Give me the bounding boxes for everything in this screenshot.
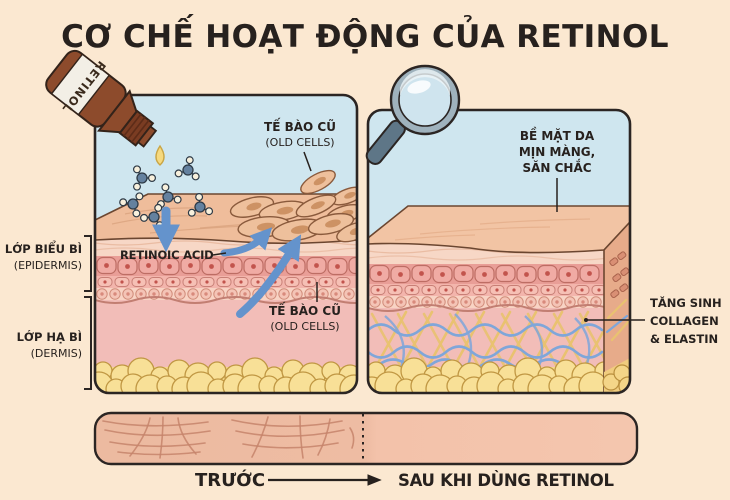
smooth-surface-label-3: SĂN CHẮC xyxy=(522,159,591,175)
retinoic-acid-label: RETINOIC ACID xyxy=(120,248,214,262)
dermis-bracket xyxy=(84,296,92,390)
strip-border xyxy=(93,411,639,466)
old-cells-bottom-sublabel: (OLD CELLS) xyxy=(270,320,339,333)
old-cells-bottom-label: TẾ BÀO CŨ xyxy=(269,302,341,318)
page-title: CƠ CHẾ HOẠT ĐỘNG CỦA RETINOL xyxy=(61,15,669,55)
collagen-label-1: TĂNG SINH xyxy=(650,295,722,310)
dermis-label: LỚP HẠ BÌ xyxy=(17,329,82,344)
left-panel-border xyxy=(93,93,359,395)
layer-labels: LỚP BIỂU BÌ (EPIDERMIS) LỚP HẠ BÌ (DERMI… xyxy=(5,235,92,390)
dermis-sublabel: (DERMIS) xyxy=(31,347,82,360)
after-label: SAU KHI DÙNG RETINOL xyxy=(398,471,614,490)
caption-row: TRƯỚC SAU KHI DÙNG RETINOL xyxy=(195,469,615,491)
right-surface-streaks xyxy=(394,218,591,241)
retinol-molecules xyxy=(119,156,214,230)
cell-renewal-arrow-small xyxy=(220,227,273,257)
old-cells-top-label: TẾ BÀO CŨ xyxy=(264,118,336,134)
retinol-bottle: RETINOL xyxy=(45,49,158,148)
lens-shine-band xyxy=(400,69,450,96)
collagen-label-3: & ELASTIN xyxy=(650,332,718,346)
collagen-elastin-callout: TĂNG SINH COLLAGEN & ELASTIN xyxy=(584,295,722,346)
right-panel-border xyxy=(366,108,632,395)
collagen-leader-dot xyxy=(584,318,588,322)
strip-skin xyxy=(95,413,637,464)
smooth-surface-label-2: MỊN MÀNG, xyxy=(519,144,595,159)
old-cells-top-sublabel: (OLD CELLS) xyxy=(265,136,334,149)
before-label: TRƯỚC xyxy=(195,469,265,491)
epidermis-label: LỚP BIỂU BÌ xyxy=(5,239,82,256)
right-panel-after-skin: BỀ MẶT DA MỊN MÀNG, SĂN CHẮC xyxy=(366,108,632,395)
retinoic-acid-leader-line xyxy=(212,252,227,256)
bottle-cap-ridges xyxy=(123,113,150,143)
bottle-label xyxy=(50,53,111,116)
old-cells-top-leader-line xyxy=(303,151,312,172)
bottle-tip xyxy=(136,125,158,148)
epidermis-sublabel: (EPIDERMIS) xyxy=(14,259,82,272)
magnifier xyxy=(365,64,461,165)
right-fat-layer xyxy=(368,357,614,393)
wrinkle-lines xyxy=(102,415,355,459)
collagen-label-2: COLLAGEN xyxy=(650,314,719,328)
smooth-surface-label-1: BỀ MẶT DA xyxy=(520,126,595,143)
retinol-drop xyxy=(155,144,165,166)
old-cells-flaking xyxy=(229,169,357,243)
left-panel-before-skin: RETINOIC ACID TẾ BÀO CŨ (OLD CELLS) TẾ B… xyxy=(93,93,359,395)
lens-highlight xyxy=(407,80,431,94)
cell-renewal-arrow-large xyxy=(236,234,302,318)
before-after-strip xyxy=(93,411,639,466)
epidermis-bracket xyxy=(84,235,92,292)
